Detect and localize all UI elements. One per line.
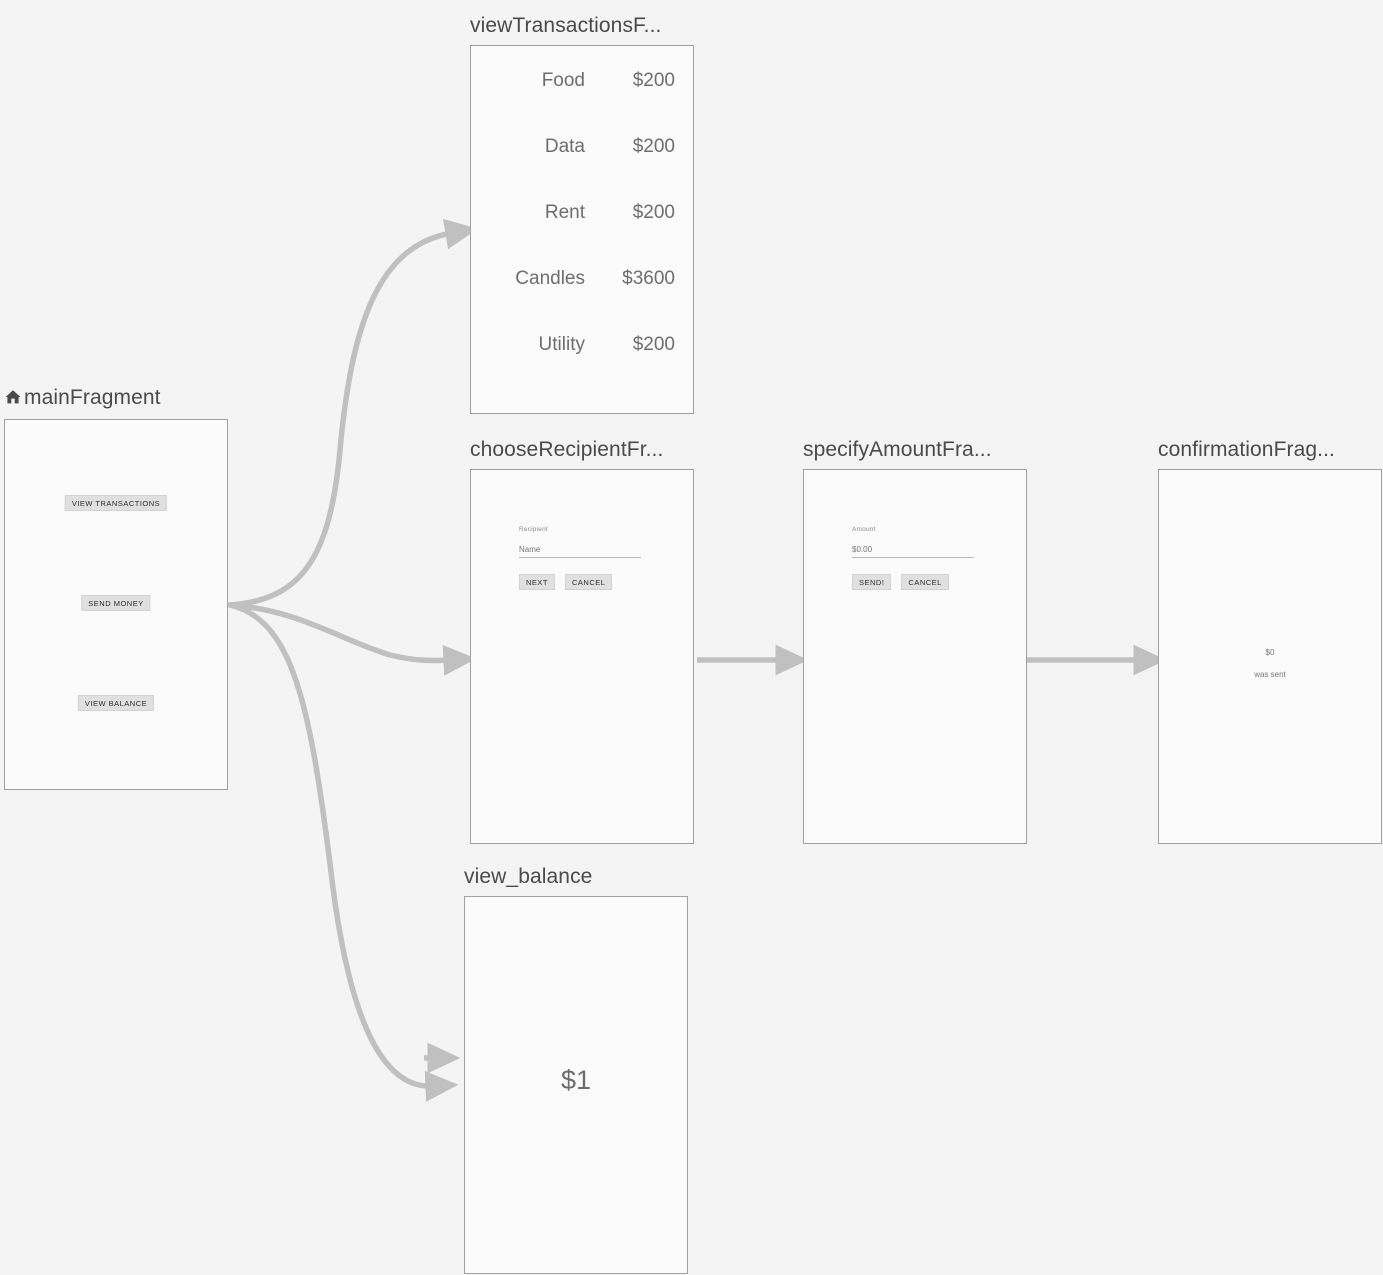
transaction-amount: $3600 — [622, 268, 675, 289]
transaction-amount: $200 — [632, 202, 675, 223]
amount-input[interactable] — [852, 545, 974, 558]
confirmation-frame: $0 was sent — [1158, 469, 1382, 844]
transaction-label: Food — [541, 70, 585, 91]
view-balance-frame: $1 — [464, 896, 688, 1274]
cancel-button[interactable]: CANCEL — [901, 574, 949, 590]
transaction-row: Candles $3600 — [471, 268, 693, 334]
transaction-label: Candles — [515, 268, 585, 289]
node-choose-recipient-fragment[interactable]: chooseRecipientFr... Recipient NEXT CANC… — [470, 437, 694, 844]
recipient-form-buttons: NEXT CANCEL — [519, 574, 647, 590]
confirmation-amount: $0 — [1265, 648, 1275, 657]
main-fragment-frame: VIEW TRANSACTIONS SEND MONEY VIEW BALANC… — [4, 419, 228, 790]
home-icon — [4, 387, 22, 413]
amount-form: Amount SEND! CANCEL — [852, 526, 980, 590]
transaction-amount: $200 — [632, 136, 675, 157]
balance-amount: $1 — [560, 1065, 592, 1095]
transaction-row: Rent $200 — [471, 202, 693, 268]
transaction-amount: $200 — [632, 70, 675, 91]
recipient-form: Recipient NEXT CANCEL — [519, 526, 647, 590]
transaction-amount: $200 — [632, 334, 675, 355]
amount-label: Amount — [852, 526, 876, 533]
node-view-transactions-title: viewTransactionsF... — [470, 14, 662, 37]
confirmation-sent-text: was sent — [1254, 670, 1286, 679]
node-view-balance-fragment[interactable]: view_balance $1 — [464, 864, 688, 1274]
specify-amount-frame: Amount SEND! CANCEL — [803, 469, 1027, 844]
node-choose-recipient-title: chooseRecipientFr... — [470, 438, 664, 461]
transaction-label: Rent — [544, 202, 585, 223]
recipient-name-input[interactable] — [519, 545, 641, 558]
transaction-label: Utility — [538, 334, 585, 355]
choose-recipient-frame: Recipient NEXT CANCEL — [470, 469, 694, 844]
transaction-list: Food $200 Data $200 Rent $200 Candles $3… — [471, 70, 693, 400]
view-balance-button[interactable]: VIEW BALANCE — [77, 695, 155, 711]
view-transactions-button[interactable]: VIEW TRANSACTIONS — [64, 495, 168, 511]
node-specify-amount-title: specifyAmountFra... — [803, 438, 992, 461]
recipient-label: Recipient — [519, 526, 548, 533]
node-specify-amount-fragment[interactable]: specifyAmountFra... Amount SEND! CANCEL — [803, 437, 1027, 844]
transaction-row: Food $200 — [471, 70, 693, 136]
action-main-to-view-transactions[interactable] — [227, 218, 479, 608]
main-fragment-name: mainFragment — [24, 386, 161, 409]
confirmation-message-block: $0 was sent — [1159, 648, 1381, 679]
transaction-row: Utility $200 — [471, 334, 693, 400]
transaction-row: Data $200 — [471, 136, 693, 202]
view-transactions-frame: Food $200 Data $200 Rent $200 Candles $3… — [470, 45, 694, 414]
next-button[interactable]: NEXT — [519, 574, 556, 590]
node-view-transactions-fragment[interactable]: viewTransactionsF... Food $200 Data $200… — [470, 13, 694, 414]
transaction-label: Data — [544, 136, 585, 157]
node-main-fragment-title: mainFragment — [4, 385, 228, 413]
action-main-to-view-balance[interactable] — [227, 602, 459, 1102]
amount-form-buttons: SEND! CANCEL — [852, 574, 980, 590]
node-view-balance-title: view_balance — [464, 865, 593, 888]
cancel-button[interactable]: CANCEL — [565, 574, 613, 590]
send-button[interactable]: SEND! — [852, 574, 892, 590]
action-main-to-choose-recipient[interactable] — [227, 602, 477, 676]
node-main-fragment[interactable]: mainFragment VIEW TRANSACTIONS SEND MONE… — [4, 385, 228, 790]
send-money-button[interactable]: SEND MONEY — [81, 595, 151, 611]
node-confirmation-fragment[interactable]: confirmationFrag... $0 was sent — [1158, 437, 1382, 844]
node-confirmation-title: confirmationFrag... — [1158, 438, 1335, 461]
